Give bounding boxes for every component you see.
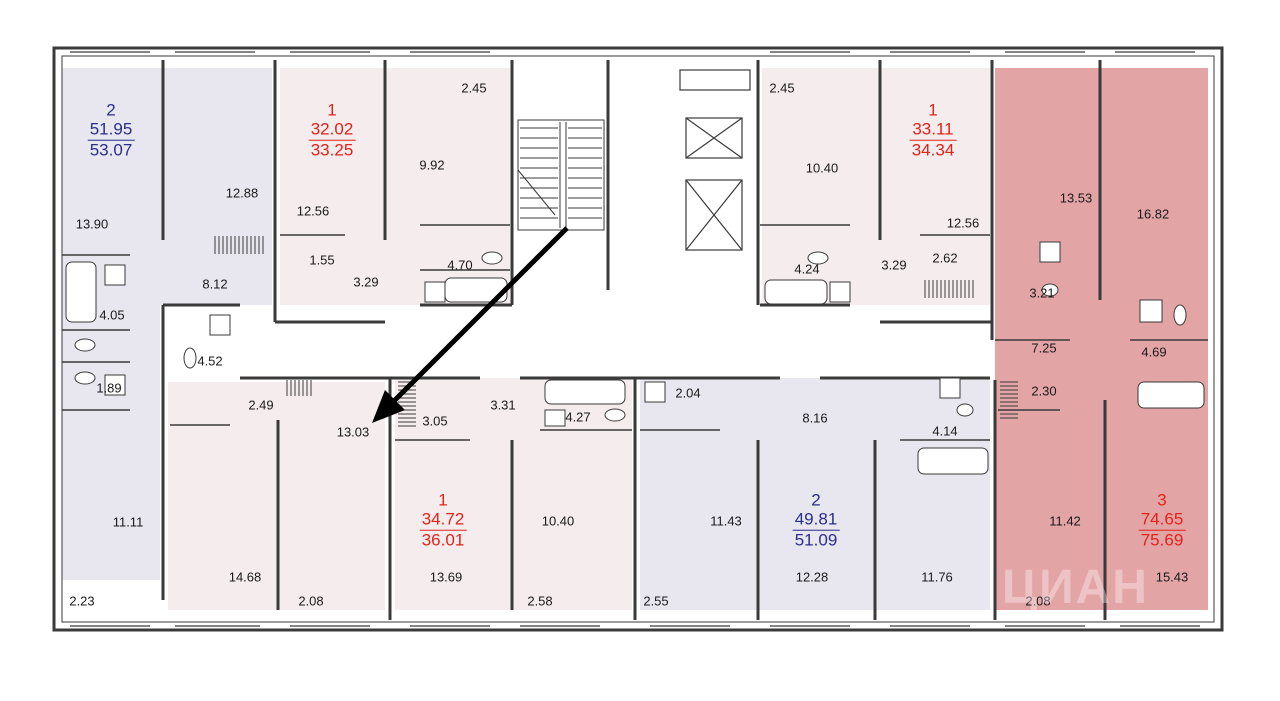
room-area: 4.27	[565, 409, 591, 425]
apartment-rooms: 2	[811, 490, 821, 510]
apartment-label-1-bottom-mid: 1 34.72 36.01	[419, 490, 467, 551]
room-area: 12.28	[795, 569, 829, 585]
room-area: 4.52	[197, 353, 223, 369]
room-area: 3.21	[1029, 285, 1055, 301]
apartment-area-living: 33.11	[909, 120, 957, 141]
elevator-icon	[679, 69, 751, 251]
room-area: 11.11	[112, 514, 144, 530]
room-area: 2.45	[769, 80, 795, 96]
apartment-area-total: 36.01	[421, 530, 465, 550]
walls	[52, 46, 1224, 632]
toilet-icon	[74, 251, 1187, 422]
apartment-area-living: 51.95	[87, 119, 135, 141]
apartment-fill-top-mid-right	[762, 68, 990, 305]
room-area: 2.08	[298, 593, 324, 609]
room-area: 7.25	[1031, 340, 1057, 356]
room-area: 12.56	[946, 215, 980, 231]
room-area: 3.29	[881, 257, 907, 273]
room-area: 13.69	[429, 569, 463, 585]
room-area: 10.40	[805, 160, 839, 176]
room-area: 4.14	[932, 423, 958, 439]
room-area: 2.08	[1025, 593, 1051, 609]
room-area: 2.58	[527, 593, 553, 609]
room-area: 1.55	[309, 252, 335, 268]
room-area: 12.88	[225, 185, 259, 201]
room-area: 3.05	[422, 413, 448, 429]
room-area: 4.05	[99, 307, 125, 323]
room-area: 15.43	[1155, 569, 1189, 585]
room-area: 2.49	[248, 397, 274, 413]
watermark: ЦИАН	[1002, 561, 1149, 614]
apartment-label-1-top-mid-left: 1 32.02 33.25	[308, 100, 356, 161]
apartment-label-2-top-left: 2 51.95 53.07	[87, 100, 135, 161]
room-area: 12.56	[296, 203, 330, 219]
room-area: 2.30	[1031, 383, 1057, 399]
room-area: 4.69	[1141, 344, 1167, 360]
room-area: 13.53	[1059, 190, 1093, 206]
apartment-area-living: 32.02	[308, 119, 356, 141]
apartment-area-total: 34.34	[911, 140, 955, 160]
corridor-fill	[160, 305, 995, 377]
apartment-rooms: 1	[928, 100, 938, 120]
apartment-area-total: 51.09	[794, 530, 838, 550]
room-area: 11.42	[1049, 513, 1081, 529]
room-area: 13.03	[336, 424, 370, 440]
apartment-fill-top-mid-left	[280, 68, 510, 305]
apartment-fill-right	[995, 68, 1208, 610]
apartment-area-living: 74.65	[1138, 509, 1186, 531]
room-area: 2.23	[69, 593, 95, 609]
apartment-label-1-top-mid-right: 1 33.11 34.34	[909, 100, 957, 161]
room-area: 8.12	[202, 276, 228, 292]
stairs-icon	[517, 119, 605, 231]
apartment-rooms: 1	[438, 490, 448, 510]
apartment-area-total: 75.69	[1140, 530, 1184, 550]
apartment-rooms: 2	[106, 100, 116, 120]
apartment-rooms: 3	[1157, 490, 1167, 510]
room-area: 3.29	[353, 274, 379, 290]
room-area: 4.70	[447, 257, 473, 273]
apartment-area-total: 33.25	[310, 140, 354, 160]
apartment-fills	[62, 68, 1208, 610]
apartment-label-2-bottom-right: 2 49.81 51.09	[792, 490, 840, 551]
room-area: 2.62	[932, 250, 958, 266]
room-area: 9.92	[419, 157, 445, 173]
room-area: 13.90	[75, 216, 109, 232]
room-area: 11.76	[921, 569, 953, 585]
room-area: 2.04	[675, 385, 701, 401]
room-area: 10.40	[541, 513, 575, 529]
apartment-area-living: 34.72	[419, 509, 467, 531]
apartment-area-living: 49.81	[792, 509, 840, 531]
room-area: 8.16	[802, 410, 828, 426]
bathtub-icon	[65, 261, 1205, 475]
apartment-label-3-right: 3 74.65 75.69	[1138, 490, 1186, 551]
room-area: 1.89	[96, 380, 122, 396]
room-area: 14.68	[228, 569, 262, 585]
sink-icon	[104, 241, 1163, 427]
arrow-icon	[372, 226, 569, 423]
apartment-rooms: 1	[327, 100, 337, 120]
room-area: 16.82	[1136, 206, 1170, 222]
apartment-fill-bottom-right	[640, 378, 990, 610]
apartment-fill-top-left	[62, 68, 272, 580]
room-area: 11.43	[710, 513, 742, 529]
radiator-icon	[214, 236, 1018, 427]
room-area: 2.45	[461, 80, 487, 96]
apartment-area-total: 53.07	[89, 140, 133, 160]
room-area: 2.55	[643, 593, 669, 609]
room-area: 3.31	[490, 397, 516, 413]
room-area: 4.24	[794, 261, 820, 277]
